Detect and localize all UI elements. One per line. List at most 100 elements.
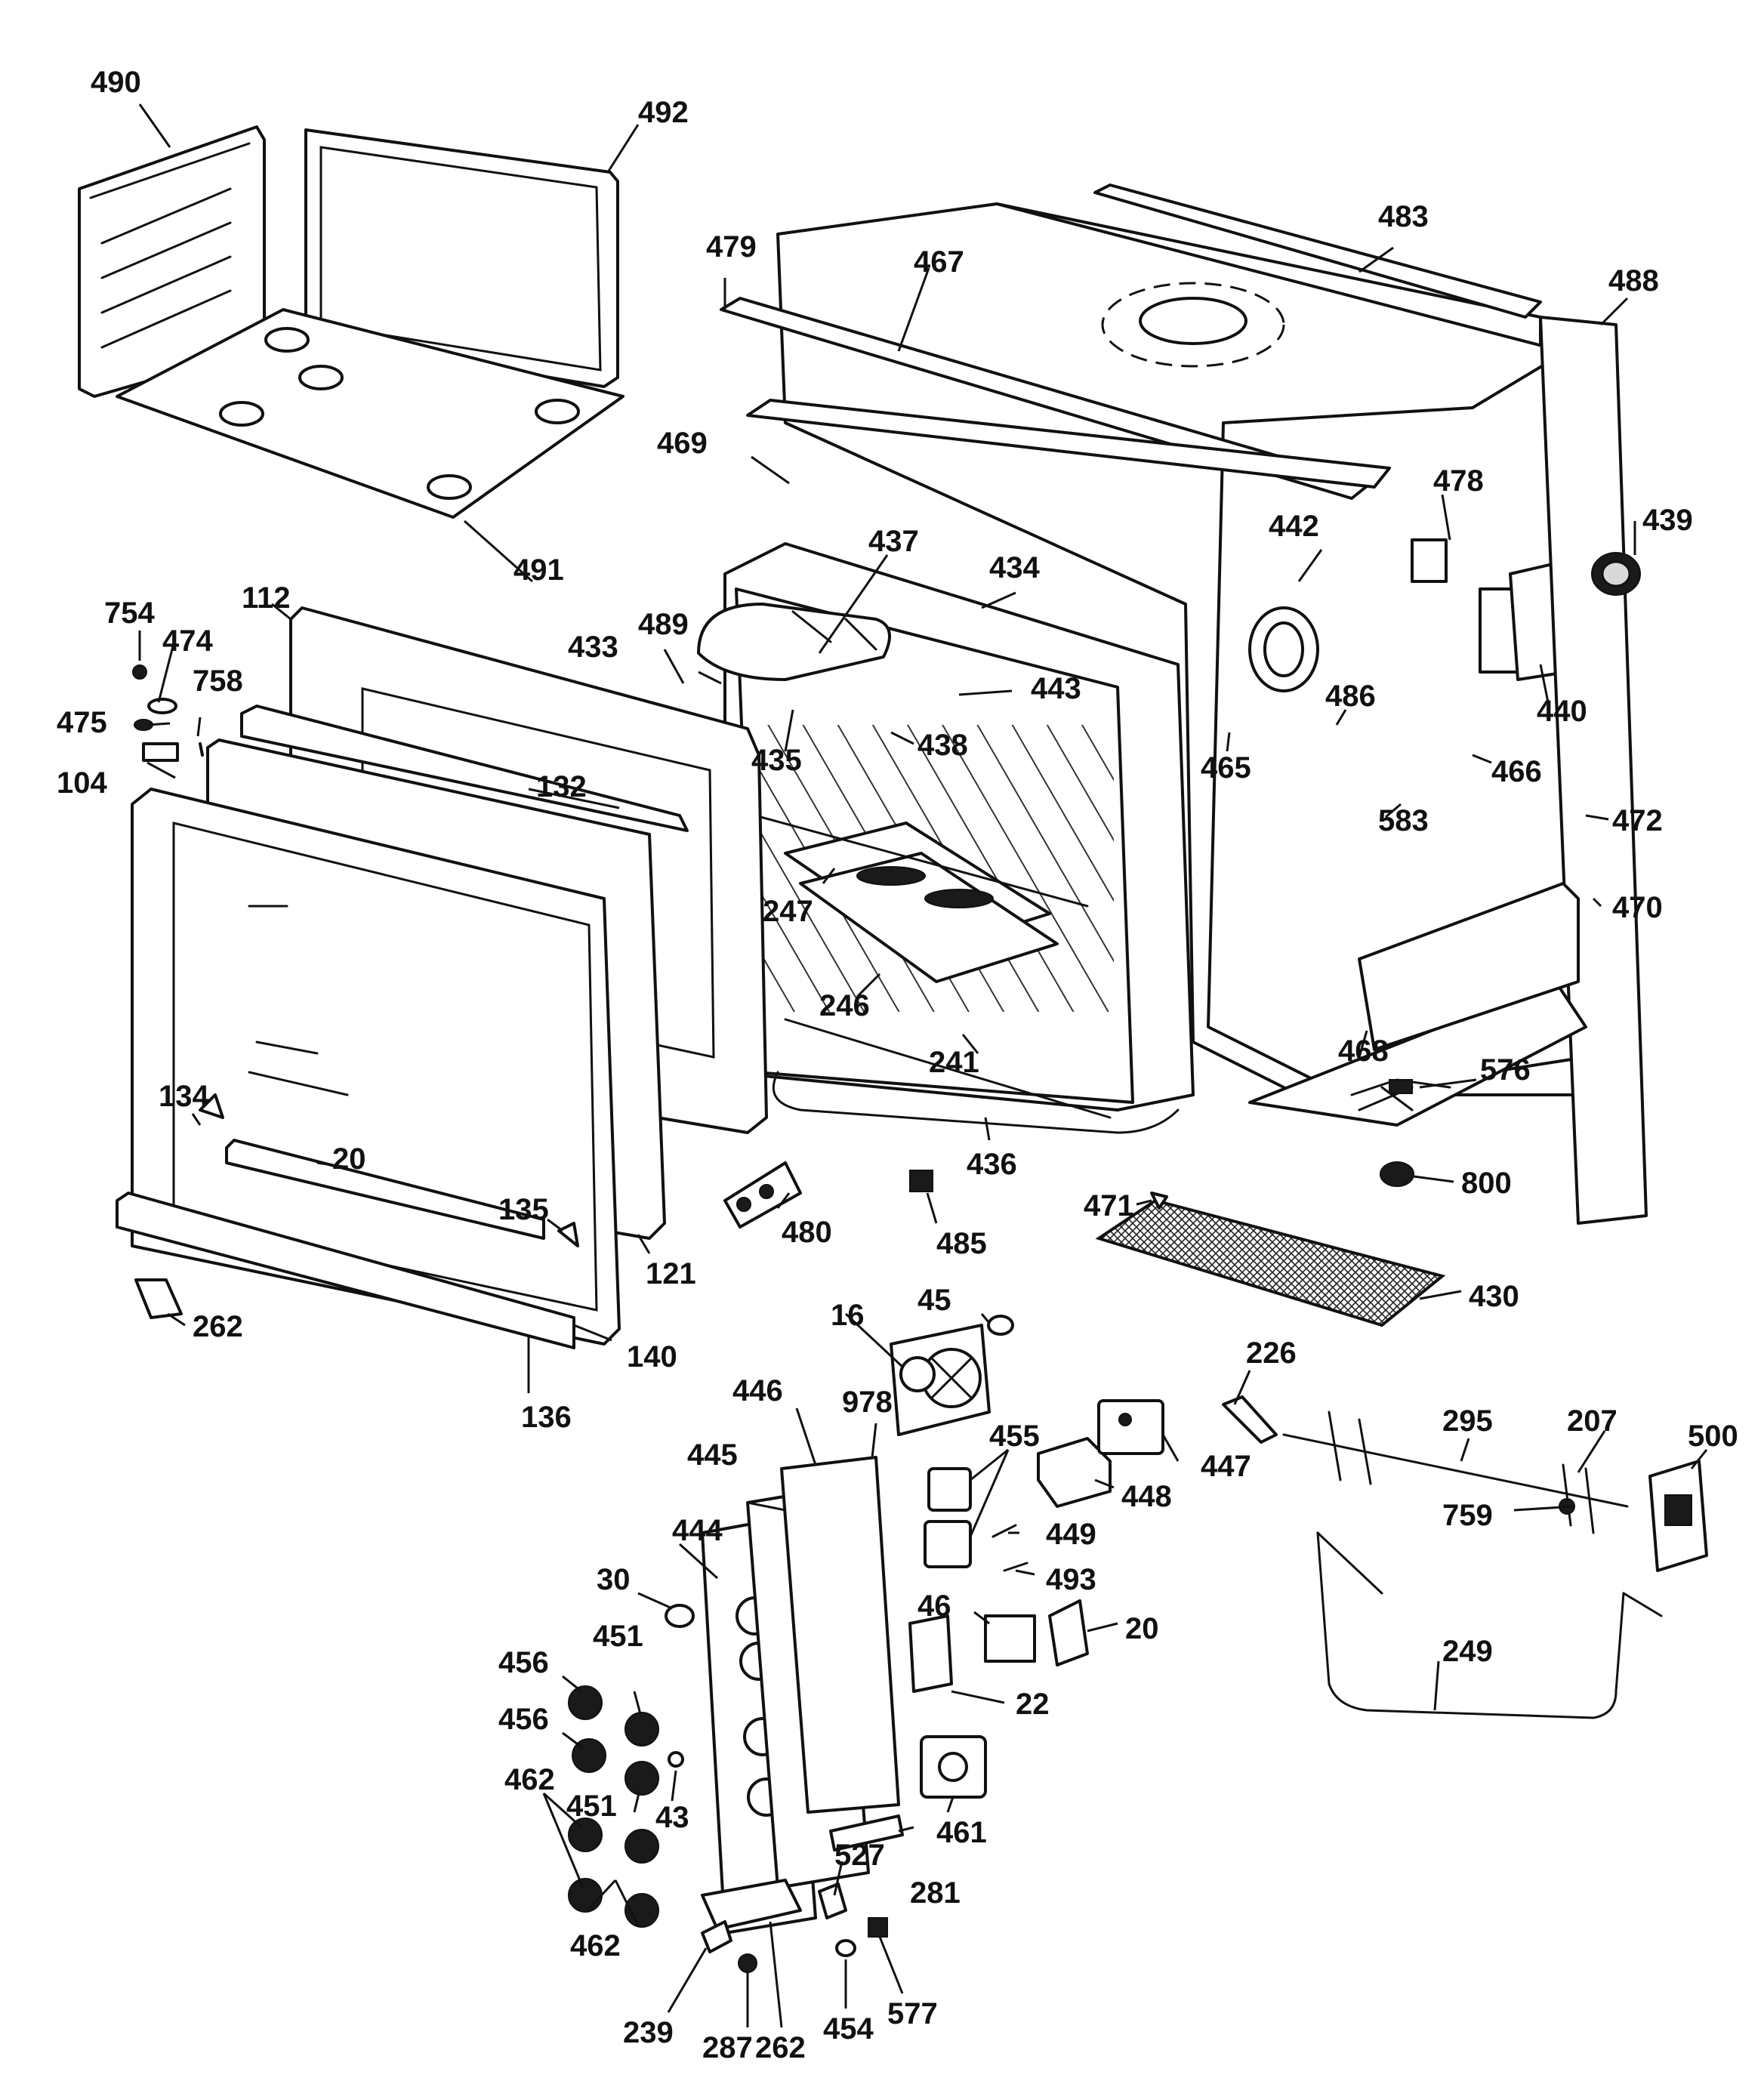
callout-104: 104 <box>57 766 107 800</box>
knobs <box>568 1604 695 1928</box>
callout-470: 470 <box>1612 891 1663 924</box>
bottom-liner-491 <box>116 308 624 519</box>
callout-468: 468 <box>1338 1034 1389 1068</box>
bracket-448 <box>1037 1437 1112 1508</box>
callout-121: 121 <box>646 1257 696 1290</box>
small-parts-bottom <box>701 1882 888 1973</box>
callout-45: 45 <box>917 1284 951 1317</box>
callout-239: 239 <box>623 2016 674 2049</box>
callout-16: 16 <box>831 1299 865 1332</box>
screw-471 <box>1150 1192 1168 1210</box>
callout-456a: 456 <box>498 1646 549 1679</box>
callout-241: 241 <box>929 1046 979 1079</box>
clip-480 <box>723 1161 802 1229</box>
callout-20a: 20 <box>332 1142 366 1176</box>
callout-474: 474 <box>162 624 213 658</box>
callout-465: 465 <box>1201 751 1251 785</box>
callout-46: 46 <box>917 1589 951 1623</box>
handle-136 <box>116 1192 575 1349</box>
bracket-22 <box>908 1614 953 1693</box>
callout-433: 433 <box>568 630 618 664</box>
door-outer-140 <box>131 788 621 1346</box>
callout-454: 454 <box>823 2012 874 2046</box>
callout-438: 438 <box>917 729 968 762</box>
callout-207: 207 <box>1567 1404 1618 1438</box>
knob-45 <box>987 1315 1014 1336</box>
callout-22: 22 <box>1016 1688 1050 1721</box>
wire-493 <box>1003 1562 1028 1572</box>
callout-490: 490 <box>91 66 141 99</box>
callout-758: 758 <box>193 664 243 698</box>
callout-281: 281 <box>910 1876 961 1910</box>
callout-43: 43 <box>655 1801 689 1834</box>
callout-491: 491 <box>513 553 564 587</box>
callout-478: 478 <box>1433 464 1484 498</box>
callout-448: 448 <box>1121 1480 1172 1513</box>
callout-800: 800 <box>1461 1167 1512 1200</box>
callout-440: 440 <box>1537 695 1587 728</box>
callout-295: 295 <box>1442 1404 1493 1438</box>
callout-475: 475 <box>57 706 107 739</box>
callout-287: 287 <box>702 2031 753 2064</box>
callout-445: 445 <box>687 1438 738 1472</box>
callout-437: 437 <box>868 525 919 558</box>
callout-489: 489 <box>638 608 689 641</box>
filter-430 <box>1095 1198 1446 1327</box>
hinge-hardware <box>132 664 579 1319</box>
callout-480: 480 <box>782 1216 832 1249</box>
callout-247: 247 <box>763 895 813 928</box>
clock-16 <box>890 1324 991 1436</box>
callout-462a: 462 <box>504 1763 555 1796</box>
relay-46 <box>984 1614 1036 1663</box>
switch-449 <box>991 1524 1017 1538</box>
switch-447 <box>1097 1399 1164 1455</box>
callout-112: 112 <box>242 581 291 615</box>
oven-cavity-434 <box>723 542 1195 1134</box>
callout-467: 467 <box>914 245 964 279</box>
callout-439: 439 <box>1642 504 1693 537</box>
callout-500: 500 <box>1688 1420 1738 1453</box>
callout-444: 444 <box>672 1514 723 1547</box>
callout-430: 430 <box>1469 1280 1519 1313</box>
callout-447: 447 <box>1201 1450 1251 1483</box>
callout-446: 446 <box>732 1374 783 1407</box>
callouts: 490 492 491 479 467 483 488 469 437 434 … <box>57 66 1738 2064</box>
callout-978: 978 <box>842 1386 893 1419</box>
callout-493: 493 <box>1046 1563 1096 1596</box>
callout-461: 461 <box>936 1816 987 1849</box>
switches-455 <box>924 1467 972 1568</box>
callout-134: 134 <box>159 1080 209 1113</box>
callout-434: 434 <box>989 551 1040 584</box>
callout-583: 583 <box>1378 804 1429 837</box>
callout-466: 466 <box>1491 755 1542 788</box>
callout-30: 30 <box>597 1563 631 1596</box>
callout-451a: 451 <box>593 1620 643 1653</box>
callout-262b: 262 <box>755 2031 806 2064</box>
rotisserie <box>1222 1395 1708 1719</box>
wire-harness-576 <box>1350 1078 1451 1111</box>
callout-455: 455 <box>989 1420 1040 1453</box>
connector-485 <box>909 1170 933 1192</box>
door-frame-492 <box>304 128 619 388</box>
callout-483: 483 <box>1378 200 1429 233</box>
trim-262 <box>701 1879 802 1931</box>
callout-469: 469 <box>657 427 708 460</box>
callout-451b: 451 <box>566 1790 617 1823</box>
control-panel-444 <box>701 1456 900 1935</box>
callout-442: 442 <box>1269 510 1319 543</box>
base-bracket-470 <box>1248 882 1587 1127</box>
callout-246: 246 <box>819 989 870 1022</box>
callout-471: 471 <box>1084 1189 1134 1222</box>
transformer-461 <box>920 1735 987 1799</box>
callout-479: 479 <box>706 230 757 264</box>
callout-136: 136 <box>521 1401 572 1434</box>
callout-436: 436 <box>967 1148 1017 1181</box>
broil-element-437 <box>697 603 891 681</box>
callout-135: 135 <box>498 1193 549 1226</box>
callout-456b: 456 <box>498 1703 549 1736</box>
part-drawings <box>78 125 1708 1973</box>
vent-trim-20 <box>225 1139 545 1240</box>
callout-262a: 262 <box>193 1310 243 1343</box>
callout-226: 226 <box>1246 1337 1297 1370</box>
callout-488: 488 <box>1608 264 1659 298</box>
